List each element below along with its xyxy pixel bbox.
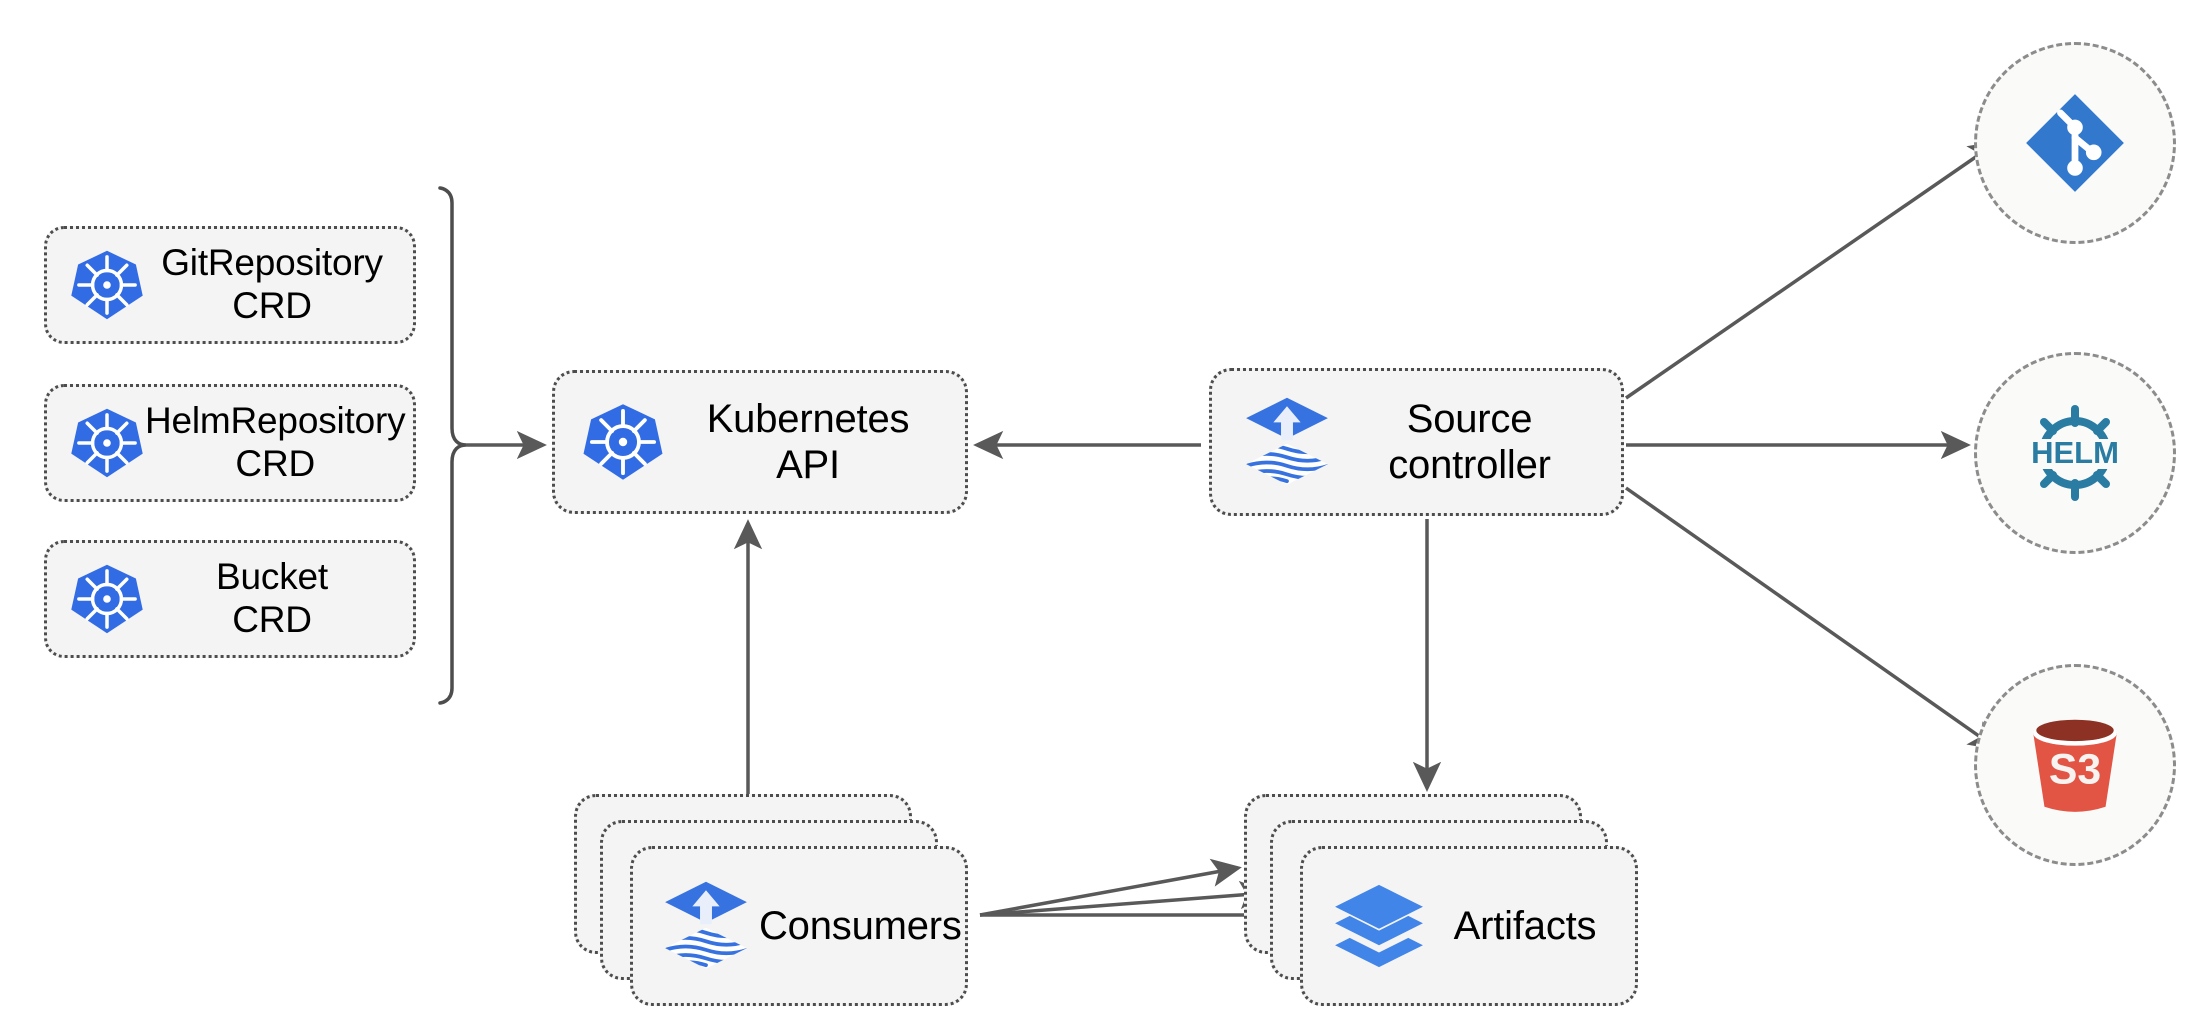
node-kubernetes-api[interactable]: Kubernetes API (552, 370, 968, 514)
helm-label: HELM (2031, 435, 2119, 470)
edge-source-to-git (1625, 140, 2000, 400)
crd-group-bracket (438, 186, 467, 705)
kubernetes-icon (69, 247, 145, 323)
s3-bucket-icon: S3 (2019, 709, 2131, 821)
crd-box-bucket[interactable]: Bucket CRD (44, 540, 416, 658)
crd-box-helmrepository[interactable]: HelmRepository CRD (44, 384, 416, 502)
crd-label: Bucket CRD (216, 556, 328, 640)
node-consumers[interactable]: Consumers (574, 794, 968, 1006)
node-artifacts[interactable]: Artifacts (1244, 794, 1638, 1006)
s3-label: S3 (2049, 745, 2101, 793)
artifacts-card-front[interactable]: Artifacts (1300, 846, 1638, 1006)
target-s3[interactable]: S3 (1974, 664, 2176, 866)
edge-consumers-to-artifacts-middle (979, 880, 1270, 917)
kubernetes-icon (69, 405, 145, 481)
crd-label: HelmRepository CRD (145, 400, 406, 484)
target-helm[interactable]: HELM (1974, 352, 2176, 554)
flux-icon (663, 880, 749, 972)
kubernetes-icon (69, 561, 145, 637)
kubernetes-icon (581, 400, 665, 484)
crd-box-gitrepository[interactable]: GitRepository CRD (44, 226, 416, 344)
node-source-controller[interactable]: Source controller (1209, 368, 1624, 516)
layers-icon (1333, 883, 1425, 969)
flux-icon (1244, 396, 1330, 488)
helm-icon: HELM (2015, 393, 2135, 513)
edge-source-to-s3 (1624, 486, 2000, 751)
node-label: Source controller (1388, 396, 1551, 487)
git-icon (2023, 91, 2127, 195)
node-label: Kubernetes API (706, 396, 910, 487)
crd-label: GitRepository CRD (161, 242, 383, 326)
node-label: Consumers (759, 903, 962, 948)
edge-consumers-to-artifacts-back (979, 858, 1242, 917)
consumers-card-front[interactable]: Consumers (630, 846, 968, 1006)
target-git[interactable] (1974, 42, 2176, 244)
node-label: Artifacts (1453, 903, 1597, 948)
